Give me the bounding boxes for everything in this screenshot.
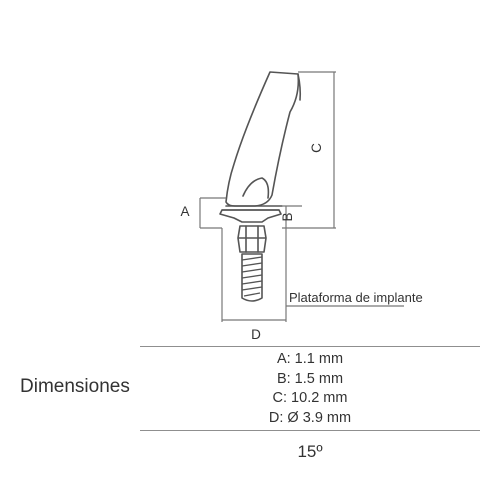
- dimension-c-value: C: 10.2 mm: [272, 390, 348, 406]
- dimension-lines: [199, 71, 404, 322]
- label-c: C: [309, 143, 324, 153]
- label-b: B: [280, 212, 295, 221]
- angle-value: 15º: [297, 442, 323, 461]
- dimension-d-value: D: Ø 3.9 mm: [268, 409, 352, 426]
- abutment-outline: [219, 71, 302, 302]
- abutment-collar: [219, 209, 282, 223]
- dimension-a-value: A: 1.1 mm: [276, 351, 344, 367]
- top-rule: [140, 346, 480, 347]
- dimensions-heading: Dimensiones: [20, 376, 130, 397]
- dimensions-list: A: 1.1 mm B: 1.5 mm C: 10.2 mm D: Ø 3.9 …: [200, 350, 420, 428]
- abutment-body: [225, 71, 300, 207]
- bottom-rule: [140, 430, 480, 431]
- dimension-b-value: B: 1.5 mm: [276, 370, 344, 387]
- abutment-back-face: [297, 73, 302, 101]
- hex-connection: [237, 225, 267, 253]
- screw-thread-ridges: [241, 256, 263, 297]
- abutment-diagram: A B C D Plataforma de implante: [180, 71, 423, 342]
- abutment-inner-curve: [242, 177, 270, 199]
- label-a: A: [180, 204, 189, 219]
- label-d: D: [251, 327, 261, 342]
- label-platform: Plataforma de implante: [289, 290, 423, 305]
- screw-thread: [241, 253, 263, 302]
